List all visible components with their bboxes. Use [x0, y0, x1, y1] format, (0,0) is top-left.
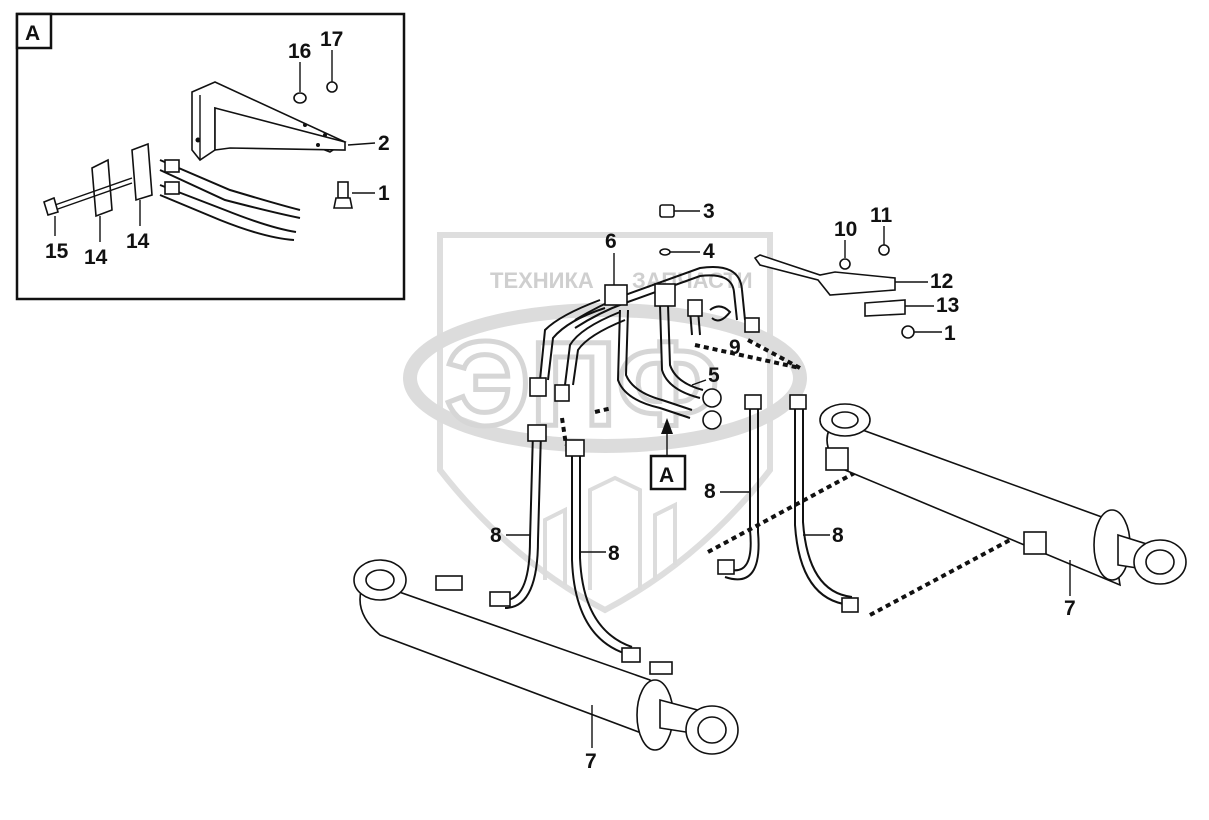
- callout-8-a: 8: [490, 524, 502, 547]
- main-callouts: 3 4 6 5 10 11 12 13 1 9 8 8 8 8 7 7: [490, 200, 1076, 773]
- callout-11: 11: [870, 204, 893, 227]
- inset-nut: [326, 81, 338, 93]
- callout-3: 3: [703, 200, 715, 223]
- inset-clamp: [91, 142, 153, 218]
- view-marker-label: A: [659, 464, 674, 487]
- watermark-logo: ЭПФ: [445, 317, 719, 451]
- o-ring-4: [659, 248, 671, 256]
- callout-7-left: 7: [585, 750, 597, 773]
- callout-12: 12: [930, 270, 953, 293]
- callout-7-right: 7: [1064, 597, 1076, 620]
- pipe-network: [539, 266, 746, 419]
- watermark-buildings: [543, 475, 677, 590]
- hydraulic-cylinder-right: [819, 403, 1187, 587]
- callout-1-main: 1: [944, 322, 956, 345]
- callout-14-left: 14: [84, 246, 108, 269]
- inset-view-a: A: [15, 12, 406, 301]
- inset-screw: [43, 177, 133, 216]
- watermark-text-left: ТЕХНИКА: [490, 268, 594, 293]
- inset-callouts: 16 17 2 1 15 14 14: [45, 28, 390, 269]
- callout-8-b: 8: [608, 542, 620, 565]
- callout-16: 16: [288, 40, 311, 63]
- callout-4: 4: [703, 240, 715, 263]
- fittings: [529, 204, 760, 430]
- callout-8-c: 8: [704, 480, 716, 503]
- inset-washer: [293, 92, 307, 104]
- tee-block-6: [604, 284, 628, 306]
- callout-5: 5: [708, 364, 720, 387]
- callout-2: 2: [378, 132, 390, 155]
- callout-13: 13: [936, 294, 959, 317]
- tee-block: [654, 283, 676, 307]
- callout-14-right: 14: [126, 230, 150, 253]
- view-marker-a: A: [649, 418, 687, 491]
- callout-8-d: 8: [832, 524, 844, 547]
- inset-tag: A: [25, 22, 40, 45]
- callout-6: 6: [605, 230, 617, 253]
- callout-9: 9: [729, 336, 741, 359]
- callout-1-inset: 1: [378, 182, 390, 205]
- callout-10: 10: [834, 218, 857, 241]
- callout-17: 17: [320, 28, 343, 51]
- hoses: [489, 394, 859, 663]
- plug-3: [659, 204, 675, 218]
- inset-bracket: [191, 81, 347, 162]
- callout-15: 15: [45, 240, 69, 263]
- watermark: ТЕХНИКА ЗАПЧАСТИ ЭПФ: [403, 232, 807, 614]
- pipe-bracket: [753, 244, 915, 339]
- hydraulic-cylinder-left: [353, 559, 739, 755]
- inset-pipes: [159, 159, 301, 241]
- inset-bolt: [333, 181, 353, 209]
